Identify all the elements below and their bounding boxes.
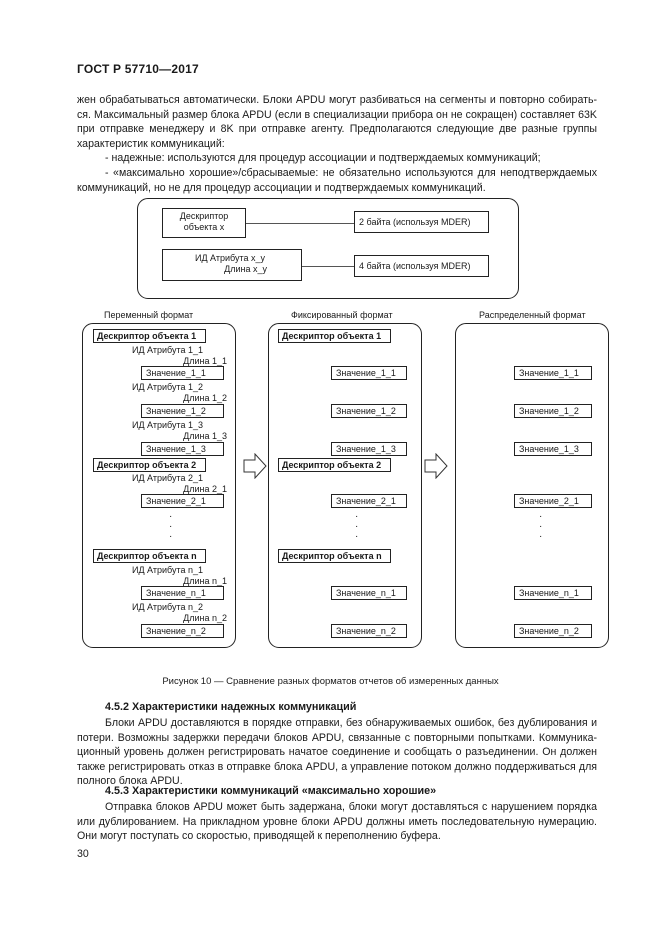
var-len-1-3: Длина 1_3 — [183, 431, 227, 441]
fixed-value-n-1: Значение_n_1 — [331, 586, 407, 600]
legend-attribute-cell: ИД Атрибута x_y Длина x_y — [162, 249, 302, 281]
legend-attribute-note: 4 байта (используя MDER) — [354, 255, 489, 277]
var-descriptor-n: Дескриптор объекта n — [93, 549, 206, 563]
dist-value-1-2: Значение_1_2 — [514, 404, 592, 418]
var-attr-1-2: ИД Атрибута 1_2 — [131, 382, 203, 392]
section-heading-4-5-3: 4.5.3 Характеристики коммуникаций «макси… — [105, 785, 437, 797]
var-value-n-2: Значение_n_2 — [141, 624, 224, 638]
figure-10: Дескриптор объекта x 2 байта (используя … — [82, 198, 609, 648]
legend-attribute-line1: ИД Атрибута x_y — [194, 253, 265, 263]
intro-paragraph: жен обрабатываться автоматически. Блоки … — [77, 94, 597, 150]
dist-ellipsis: ··· — [539, 511, 543, 542]
var-attr-n-2: ИД Атрибута n_2 — [131, 602, 203, 612]
dist-value-2-1: Значение_2_1 — [514, 494, 592, 508]
section-body-4-5-2: Блоки APDU доставляются в порядке отправ… — [77, 716, 597, 789]
fixed-descriptor-2: Дескриптор объекта 2 — [278, 458, 391, 472]
list-item-reliable: - надежные: используются для процедур ас… — [105, 152, 541, 165]
legend-descriptor-line1: Дескриптор — [179, 211, 229, 221]
legend-connector-1 — [246, 223, 354, 224]
document-header: ГОСТ Р 57710—2017 — [77, 62, 199, 76]
var-len-1-1: Длина 1_1 — [183, 356, 227, 366]
legend-descriptor-cell: Дескриптор объекта x — [162, 208, 246, 238]
fixed-value-1-2: Значение_1_2 — [331, 404, 407, 418]
var-len-n-1: Длина n_1 — [183, 576, 227, 586]
column-label-fixed: Фиксированный формат — [291, 310, 393, 320]
fixed-value-1-3: Значение_1_3 — [331, 442, 407, 456]
arrow-right-icon — [243, 453, 267, 479]
var-ellipsis: ··· — [169, 511, 173, 542]
var-value-2-1: Значение_2_1 — [141, 494, 224, 508]
var-attr-2-1: ИД Атрибута 2_1 — [131, 473, 203, 483]
var-value-1-3: Значение_1_3 — [141, 442, 224, 456]
fixed-ellipsis: ··· — [355, 511, 359, 542]
var-len-n-2: Длина n_2 — [183, 613, 227, 623]
legend-descriptor-line2: объекта x — [183, 222, 225, 232]
legend-connector-2 — [302, 266, 354, 267]
fixed-descriptor-1: Дескриптор объекта 1 — [278, 329, 391, 343]
fixed-value-2-1: Значение_2_1 — [331, 494, 407, 508]
list-item-best-effort: - «максимально хорошие»/сбрасываемые: не… — [77, 166, 597, 194]
page-number: 30 — [77, 848, 89, 860]
dist-value-1-1: Значение_1_1 — [514, 366, 592, 380]
var-descriptor-1: Дескриптор объекта 1 — [93, 329, 206, 343]
var-value-1-1: Значение_1_1 — [141, 366, 224, 380]
var-attr-1-1: ИД Атрибута 1_1 — [131, 345, 203, 355]
var-value-1-2: Значение_1_2 — [141, 404, 224, 418]
column-label-variable: Переменный формат — [104, 310, 194, 320]
fixed-descriptor-n: Дескриптор объекта n — [278, 549, 391, 563]
intro-text: жен обрабатываться автоматически. Блоки … — [77, 93, 597, 195]
arrow-right-icon — [424, 453, 448, 479]
column-label-distributed: Распределенный формат — [479, 310, 586, 320]
var-descriptor-2: Дескриптор объекта 2 — [93, 458, 206, 472]
var-len-2-1: Длина 2_1 — [183, 484, 227, 494]
figure-caption: Рисунок 10 — Сравнение разных форматов о… — [162, 676, 499, 687]
section-body-4-5-3: Отправка блоков APDU может быть задержан… — [77, 800, 597, 844]
var-value-n-1: Значение_n_1 — [141, 586, 224, 600]
section-paragraph: Отправка блоков APDU может быть задержан… — [77, 801, 597, 843]
legend-descriptor-note: 2 байта (используя MDER) — [354, 211, 489, 233]
legend-attribute-line2: Длина x_y — [224, 264, 267, 274]
dist-value-n-1: Значение_n_1 — [514, 586, 592, 600]
var-attr-1-3: ИД Атрибута 1_3 — [131, 420, 203, 430]
dist-value-n-2: Значение_n_2 — [514, 624, 592, 638]
fixed-value-n-2: Значение_n_2 — [331, 624, 407, 638]
fixed-value-1-1: Значение_1_1 — [331, 366, 407, 380]
var-attr-n-1: ИД Атрибута n_1 — [131, 565, 203, 575]
dist-value-1-3: Значение_1_3 — [514, 442, 592, 456]
var-len-1-2: Длина 1_2 — [183, 393, 227, 403]
section-paragraph: Блоки APDU доставляются в порядке отправ… — [77, 717, 597, 788]
section-heading-4-5-2: 4.5.2 Характеристики надежных коммуникац… — [105, 701, 357, 713]
